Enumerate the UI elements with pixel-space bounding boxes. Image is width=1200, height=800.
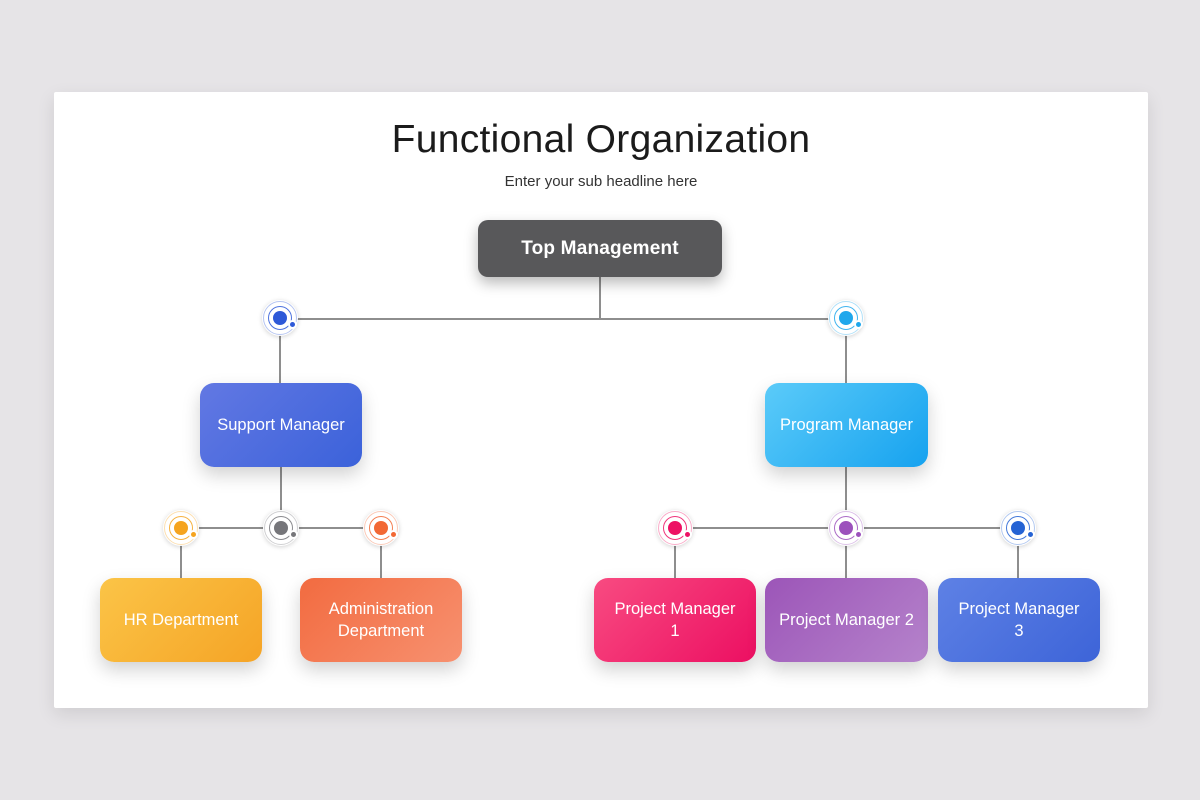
node-satellite-dot [856,322,861,327]
org-box-hr-department: HR Department [100,578,262,662]
node-center-dot [374,521,388,535]
slide: Functional Organization Enter your sub h… [54,92,1148,708]
slide-title: Functional Organization [391,118,811,161]
node-satellite-dot [291,532,296,537]
node-satellite-dot [290,322,295,327]
node-center-dot [668,521,682,535]
org-box-top-management: Top Management [478,220,722,277]
line-root-down [599,277,601,319]
node-outer-ring [164,511,198,545]
connector-node-pm3 [1000,510,1036,546]
node-center-dot [174,521,188,535]
line-top-horizontal [280,318,846,320]
node-center-dot [274,521,288,535]
node-center-dot [839,311,853,325]
node-satellite-dot [1028,532,1033,537]
node-satellite-dot [856,532,861,537]
org-box-label: Administration Department [328,599,434,640]
line-program-down [845,467,847,528]
line-down-to-hr [180,528,182,578]
connector-node-left-junction [263,510,299,546]
node-center-dot [839,521,853,535]
node-outer-ring [264,511,298,545]
node-outer-ring [263,301,297,335]
org-box-label: Project Manager 1 [614,599,736,640]
node-outer-ring [364,511,398,545]
node-inner-ring [268,306,292,330]
node-satellite-dot [391,532,396,537]
connector-node-admin [363,510,399,546]
line-down-to-support [279,318,281,383]
line-down-to-pm2 [845,528,847,578]
node-inner-ring [369,516,393,540]
node-center-dot [1011,521,1025,535]
org-box-project-manager-2: Project Manager 2 [765,578,928,662]
node-satellite-dot [191,532,196,537]
line-down-to-pm3 [1017,528,1019,578]
connector-node-hr [163,510,199,546]
connector-node-support [262,300,298,336]
slide-subtitle: Enter your sub headline here [504,173,698,190]
node-outer-ring [829,511,863,545]
line-down-to-pm1 [674,528,676,578]
node-inner-ring [834,516,858,540]
node-outer-ring [829,301,863,335]
org-box-administration-department: Administration Department [300,578,462,662]
org-box-label: Project Manager 2 [779,610,914,629]
org-box-label: Project Manager 3 [958,599,1080,640]
connector-node-pm2 [828,510,864,546]
node-satellite-dot [685,532,690,537]
node-inner-ring [169,516,193,540]
node-outer-ring [1001,511,1035,545]
node-inner-ring [1006,516,1030,540]
org-box-support-manager: Support Manager [200,383,362,467]
connector-node-program [828,300,864,336]
node-inner-ring [663,516,687,540]
line-down-to-program [845,318,847,383]
node-inner-ring [834,306,858,330]
line-support-down [280,467,282,528]
node-outer-ring [658,511,692,545]
node-center-dot [273,311,287,325]
line-down-to-admin [380,528,382,578]
org-box-program-manager: Program Manager [765,383,928,467]
org-box-label: Top Management [521,237,679,259]
org-box-project-manager-1: Project Manager 1 [594,578,756,662]
org-box-project-manager-3: Project Manager 3 [938,578,1100,662]
org-box-label: Support Manager [217,415,345,434]
org-box-label: HR Department [123,610,239,629]
org-box-label: Program Manager [780,415,913,434]
org-chart: Top Management Support Manager Program M [54,92,1148,708]
node-inner-ring [269,516,293,540]
connector-node-pm1 [657,510,693,546]
